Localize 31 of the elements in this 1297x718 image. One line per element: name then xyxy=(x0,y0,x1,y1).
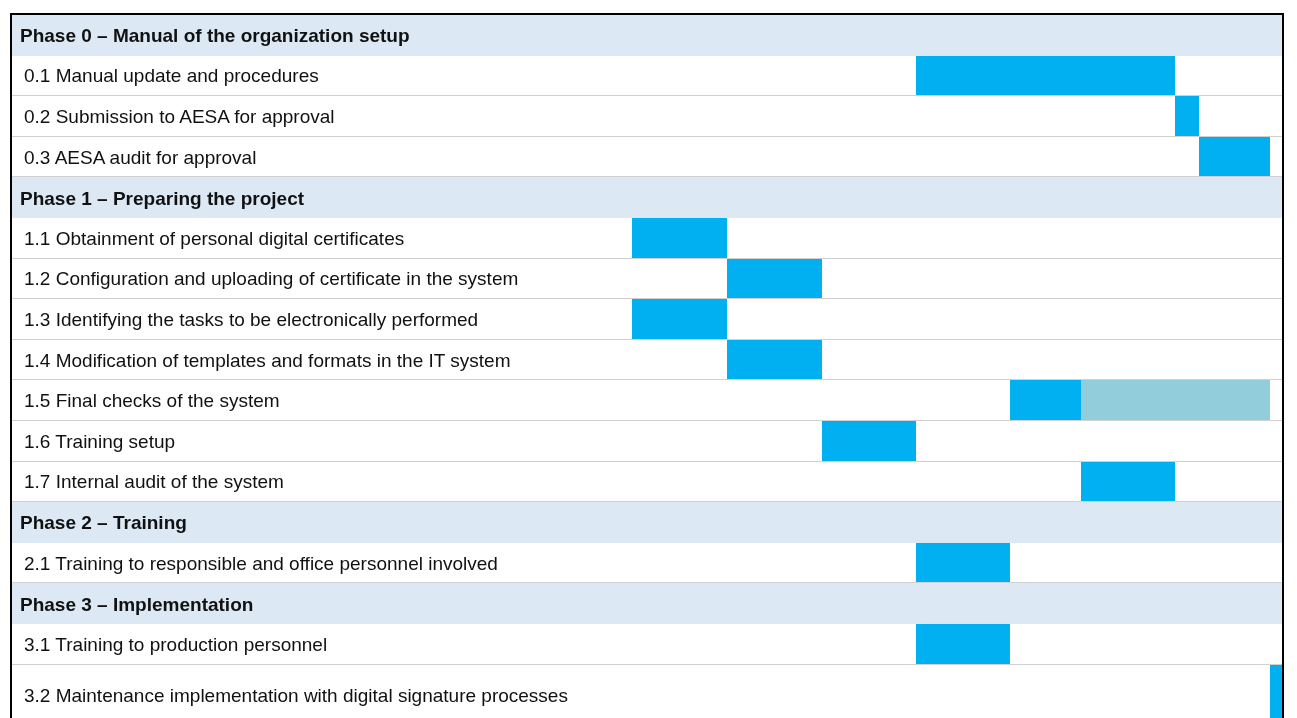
phase-heading: Phase 2 – Training xyxy=(20,511,188,533)
task-label: 1.4 Modification of templates and formats in the IT system xyxy=(24,349,512,371)
gantt-bar xyxy=(1010,380,1081,420)
task-label: 1.6 Training setup xyxy=(24,430,177,452)
gantt-bar xyxy=(632,299,727,339)
gantt-bar xyxy=(727,258,822,299)
gantt-bar xyxy=(916,623,1010,664)
gantt-bar xyxy=(727,339,822,380)
task-label: 3.1 Training to production personnel xyxy=(24,633,329,655)
task-label: 1.1 Obtainment of personal digital certificates xyxy=(24,227,406,249)
gantt-bar xyxy=(916,542,1010,583)
phase-heading: Phase 3 – Implementation xyxy=(20,593,255,615)
gantt-bar xyxy=(916,55,1175,96)
gantt-bar xyxy=(822,420,916,461)
task-label: 1.7 Internal audit of the system xyxy=(24,470,285,492)
gantt-bar xyxy=(632,217,727,258)
phase-heading: Phase 1 – Preparing the project xyxy=(20,187,306,209)
gantt-bar xyxy=(1270,664,1282,718)
task-label: 1.3 Identifying the tasks to be electronically performed xyxy=(24,308,480,330)
task-label: 0.3 AESA audit for approval xyxy=(24,146,258,168)
task-label: 1.5 Final checks of the system xyxy=(24,389,281,411)
task-label: 1.2 Configuration and uploading of certificate in the system xyxy=(24,267,520,289)
gantt-bar xyxy=(1199,136,1270,177)
phase-heading: Phase 0 – Manual of the organization setup xyxy=(20,24,411,46)
task-label: 0.2 Submission to AESA for approval xyxy=(24,105,336,127)
task-label: 0.1 Manual update and procedures xyxy=(24,64,320,86)
gantt-bar xyxy=(1081,461,1175,502)
task-label: 3.2 Maintenance implementation with digital signature processes xyxy=(24,684,569,705)
task-label: 2.1 Training to responsible and office personnel involved xyxy=(24,552,499,573)
gantt-bar xyxy=(1081,380,1270,420)
gantt-bar xyxy=(1175,96,1199,136)
